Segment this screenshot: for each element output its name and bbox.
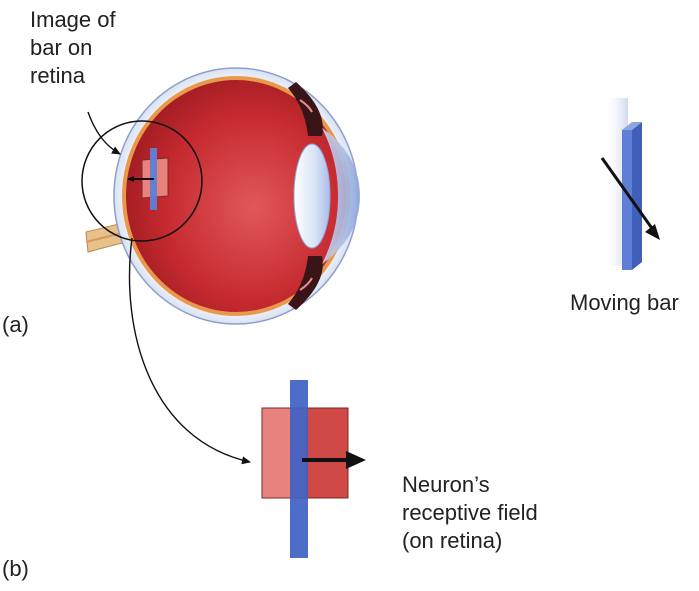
label-image-of-bar-line1: Image of — [30, 7, 116, 32]
label-pointer-arrow — [87, 111, 121, 155]
cornea — [322, 128, 360, 264]
label-image-of-bar-line3: retina — [30, 63, 86, 88]
panel-label-b: (b) — [2, 556, 29, 581]
eyeball — [85, 67, 360, 325]
motion-arrow — [600, 157, 658, 235]
zoom-circle — [81, 120, 203, 242]
label-receptive-field-line1: Neuron’s — [402, 472, 490, 497]
receptive-field — [261, 380, 366, 558]
label-receptive-field-line3: (on retina) — [402, 528, 503, 553]
retina-bar-image — [127, 148, 169, 210]
label-receptive-field-line2: receptive field — [402, 500, 538, 525]
ciliary-body — [288, 82, 323, 136]
field-bar — [290, 380, 308, 558]
vitreous — [126, 80, 346, 312]
label-moving-bar: Moving bar — [570, 290, 679, 315]
panel-label-a: (a) — [2, 312, 29, 337]
connector-arrow — [128, 237, 251, 465]
label-image-of-bar-line2: bar on — [30, 35, 93, 60]
moving-bar — [600, 98, 660, 270]
lens — [293, 143, 331, 249]
